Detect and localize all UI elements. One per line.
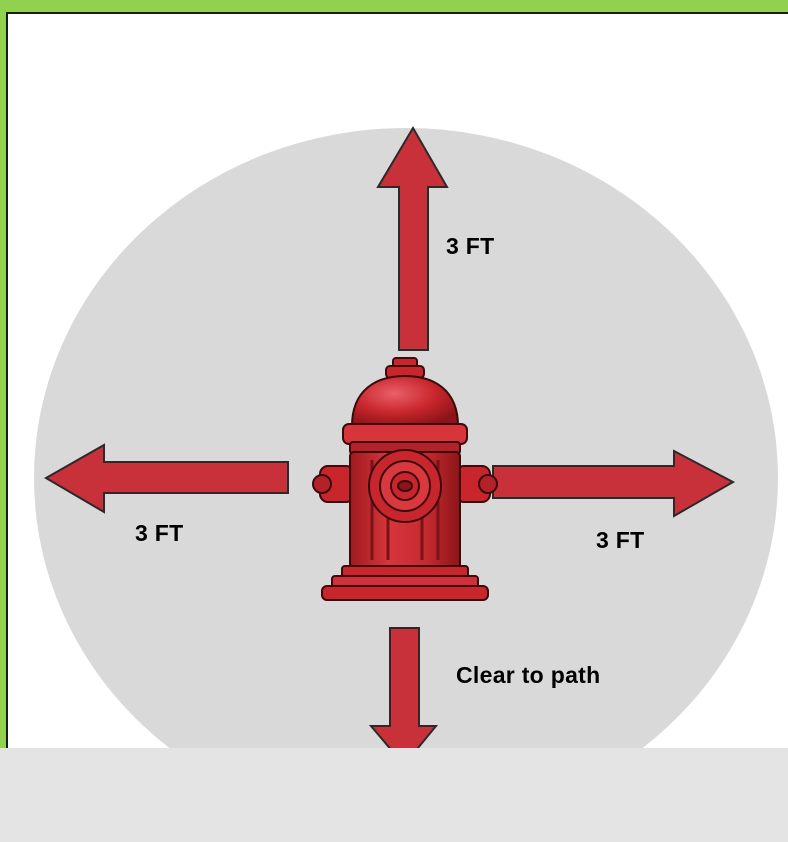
arrow-down <box>368 627 439 767</box>
label-up-distance: 3 FT <box>446 233 495 259</box>
footer-band <box>0 748 788 842</box>
arrow-left <box>44 443 289 514</box>
label-right-distance: 3 FT <box>596 527 645 553</box>
arrow-up <box>376 126 449 351</box>
arrow-right <box>492 449 736 518</box>
label-down-clearance: Clear to path <box>456 662 601 688</box>
fire-hydrant-icon <box>312 357 498 601</box>
label-left-distance: 3 FT <box>135 520 184 546</box>
